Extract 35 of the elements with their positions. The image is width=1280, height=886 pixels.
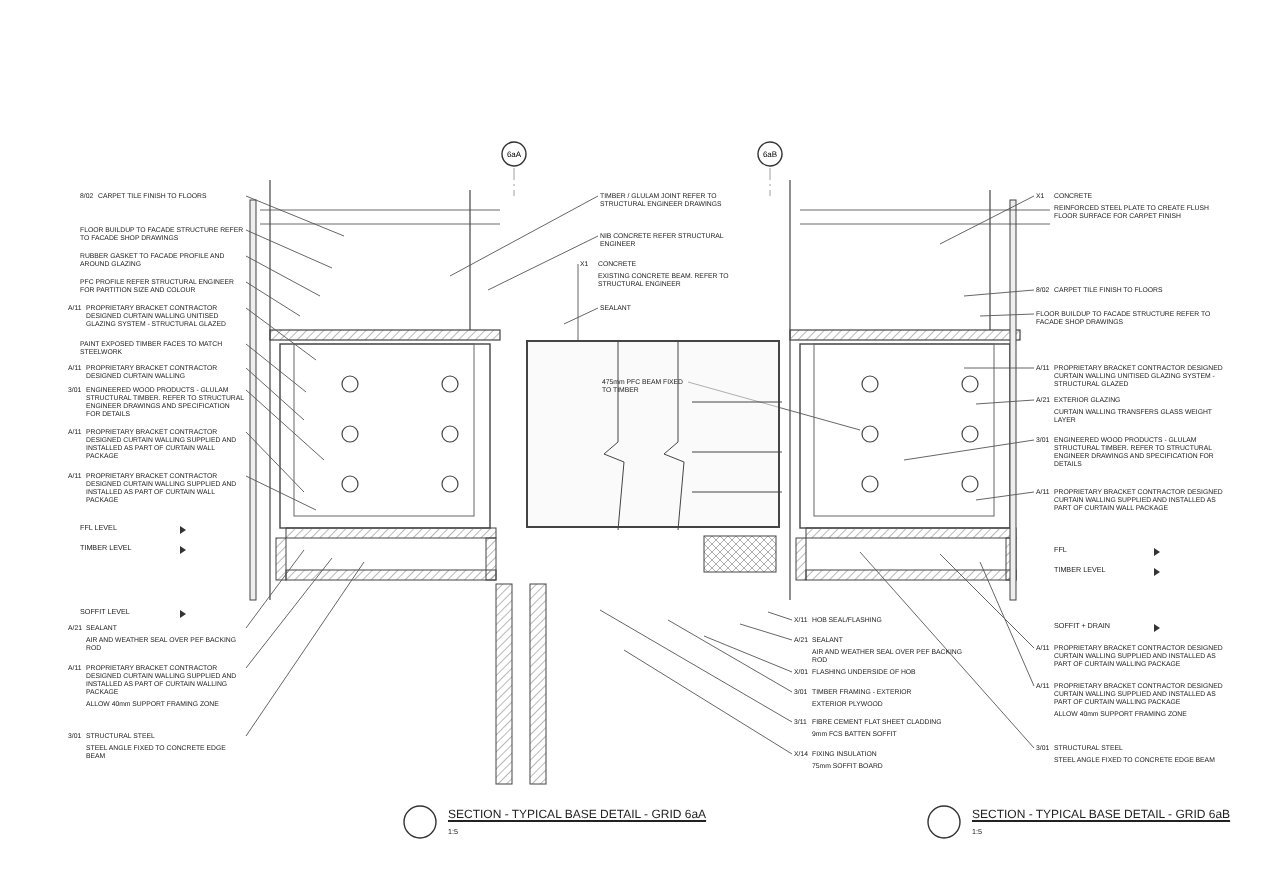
leader-line xyxy=(245,475,317,511)
leader-line xyxy=(245,195,345,237)
leader-line xyxy=(703,635,793,673)
leader-line xyxy=(859,551,1035,749)
leader-line xyxy=(939,195,1035,245)
leader-line xyxy=(245,431,305,493)
leader-line xyxy=(487,235,599,291)
leader-line xyxy=(939,553,1035,649)
leader-line xyxy=(577,263,579,341)
leader-line xyxy=(963,289,1035,297)
leader-line xyxy=(739,623,793,641)
leader-line xyxy=(245,229,333,269)
leader-line xyxy=(979,313,1035,317)
leader-line xyxy=(245,549,305,629)
beam-section xyxy=(526,340,780,528)
leader-line xyxy=(245,557,333,669)
leader-line xyxy=(245,561,365,737)
leader-line xyxy=(563,307,599,325)
leader-line xyxy=(979,561,1035,687)
leader-line xyxy=(623,649,793,755)
leader-line xyxy=(963,367,1035,369)
leader-line xyxy=(667,619,793,693)
leader-line xyxy=(767,611,793,621)
leader-line xyxy=(245,367,305,421)
leader-line xyxy=(687,381,861,431)
leader-line xyxy=(245,343,307,393)
leader-line xyxy=(449,195,599,277)
leader-line xyxy=(245,255,321,297)
leader-line xyxy=(975,491,1035,501)
leader-line xyxy=(975,399,1035,405)
leader-line xyxy=(903,439,1035,461)
leader-line xyxy=(245,389,325,461)
leader-line xyxy=(599,609,793,723)
leader-line xyxy=(245,281,301,317)
leader-line xyxy=(245,307,317,361)
